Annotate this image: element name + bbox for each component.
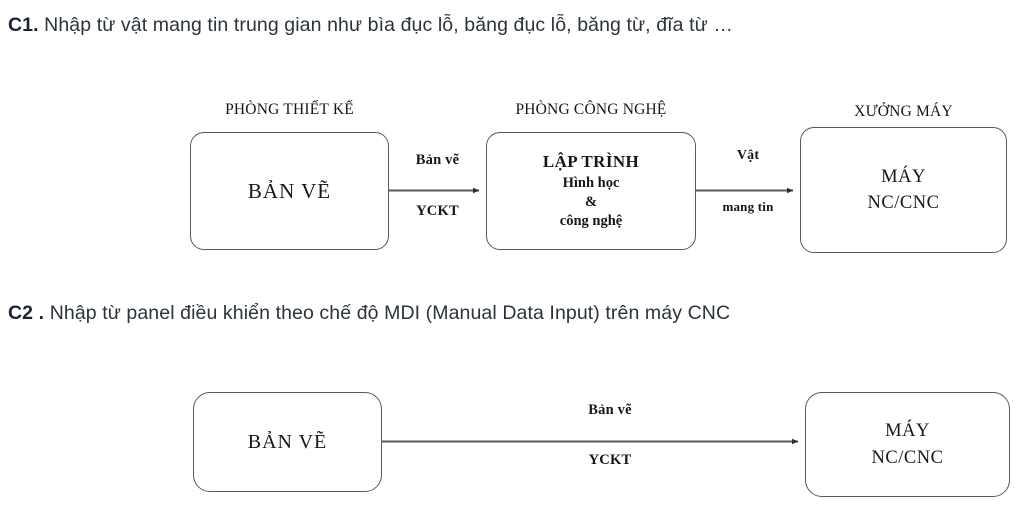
section-text-c2: Nhập từ panel điều khiển theo chế độ MDI… xyxy=(44,302,731,324)
diagram2-edge1-label-top: Bản vẽ xyxy=(588,402,632,418)
diagram2-node-drawing: BẢN VẼ xyxy=(193,392,382,492)
diagram2-node-drawing-label: BẢN VẼ xyxy=(247,430,328,453)
diagram1-node-drawing-label: BẢN VẼ xyxy=(247,178,332,203)
diagram1-node-programming-line2: Hình học xyxy=(562,174,620,191)
diagram2-node-machine-line1: MÁY xyxy=(885,421,930,442)
diagram1-node-programming-line1: LẬP TRÌNH xyxy=(542,152,640,172)
diagram1-node-programming: LẬP TRÌNH Hình học & công nghệ xyxy=(486,132,696,250)
diagram1-node-machine-line2: NC/CNC xyxy=(867,193,940,213)
section-heading-c2: C2 . Nhập từ panel điều khiển theo chế đ… xyxy=(8,302,730,325)
diagram1-edge1-label-bottom: YCKT xyxy=(416,203,459,219)
diagram2-node-machine: MÁY NC/CNC xyxy=(805,392,1010,497)
diagram1-edge2-label-top: Vật xyxy=(736,148,760,163)
diagram1-node-drawing: BẢN VẼ xyxy=(190,132,389,250)
diagram2-node-machine-line2: NC/CNC xyxy=(871,447,944,468)
diagram1-title-machine-workshop: XƯỞNG MÁY xyxy=(854,103,953,120)
diagram1-edge2-label-bottom: mang tin xyxy=(722,199,774,214)
diagram1-node-machine-line1: MÁY xyxy=(881,166,926,187)
diagram1-title-technology-department: PHÒNG CÔNG NGHỆ xyxy=(515,101,667,118)
section-text-c1: Nhập từ vật mang tin trung gian như bìa … xyxy=(38,14,733,36)
diagram2-edge1-label-bottom: YCKT xyxy=(588,452,632,468)
diagram1-node-machine: MÁY NC/CNC xyxy=(800,127,1007,253)
diagram1-node-programming-line3: & xyxy=(584,193,598,210)
diagram1-edge1-label-top: Bản vẽ xyxy=(415,152,460,168)
section-heading-c1: C1. Nhập từ vật mang tin trung gian như … xyxy=(8,14,733,37)
section-tag-c1: C1. xyxy=(8,14,39,36)
section-tag-c2: C2 . xyxy=(8,302,45,324)
diagram1-title-design-department: PHÒNG THIẾT KẾ xyxy=(225,101,354,118)
diagram1-node-programming-line4: công nghệ xyxy=(559,212,623,229)
